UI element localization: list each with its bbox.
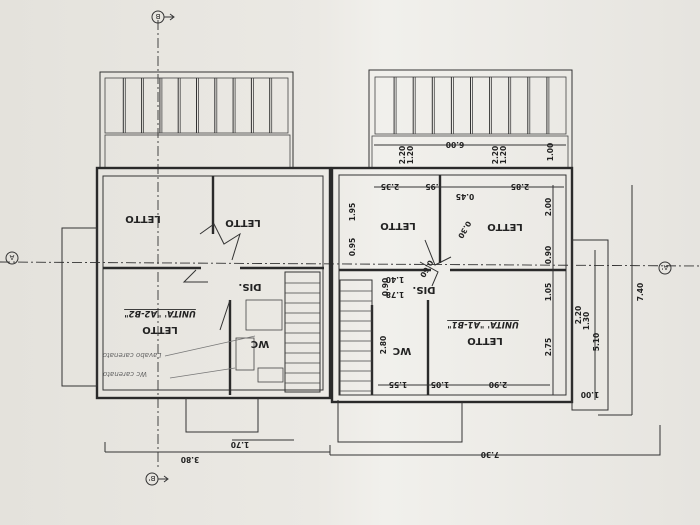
- room-dis: DIS.: [412, 284, 435, 295]
- room-wc: WC: [393, 345, 411, 356]
- dimension-label: 0.45: [456, 192, 475, 201]
- dimension-label: 1.00: [546, 143, 555, 162]
- axis-marker-a-left: A: [5, 251, 19, 265]
- balcony-slats: [122, 77, 550, 134]
- dimension-label: 2.35: [381, 182, 400, 191]
- bottom-bay-right: [337, 400, 463, 443]
- dimension-label: 2.80: [379, 336, 388, 355]
- unit-label: UNITA' "A2-B2": [124, 308, 196, 318]
- handwritten-note: Lavabo carenato: [103, 351, 162, 359]
- dimension-label: 1.20: [499, 146, 508, 165]
- dimension-label: 0.95: [348, 238, 357, 257]
- svg-text:A': A': [662, 263, 669, 271]
- room-letto: LETTO: [467, 335, 503, 346]
- room-labels-left: LETTO LETTO DIS. UNITA' "A2-B2" LETTO WC…: [103, 213, 269, 379]
- side-terrace-right: [571, 239, 609, 411]
- dimension-label: 5.10: [592, 333, 601, 352]
- dimension-label: .95: [425, 182, 438, 191]
- dimension-label: 1.40: [386, 275, 405, 284]
- axis-marker-b-bottom: B': [145, 472, 169, 486]
- unit-right-outline: [330, 166, 574, 404]
- dimension-label: 2.85: [511, 182, 530, 191]
- dimension-label: 0.60: [418, 258, 435, 279]
- dimension-label: 2.20: [491, 146, 500, 165]
- unit-label: UNITA' "A1-B1": [447, 319, 519, 329]
- staircase-right: [339, 279, 373, 396]
- dimension-label: 2.00: [544, 198, 553, 217]
- dimension-label: 1.55: [389, 380, 408, 389]
- dimension-label: 1.00: [581, 390, 600, 399]
- svg-text:B: B: [155, 12, 160, 20]
- dimension-label: 2.20: [574, 306, 583, 325]
- room-letto: LETTO: [125, 213, 161, 224]
- handwritten-note: Wc carenato: [103, 370, 147, 378]
- axis-marker-a-right: A': [658, 261, 672, 275]
- dimension-label: 1.20: [406, 146, 415, 165]
- side-terrace-left: [61, 227, 98, 387]
- dimension-label: 7.40: [636, 283, 645, 302]
- room-letto: LETTO: [142, 324, 178, 335]
- dimension-label: 6.00: [446, 140, 465, 149]
- room-dis: DIS.: [238, 281, 261, 292]
- room-letto: LETTO: [380, 220, 416, 231]
- room-wc: WC: [251, 338, 269, 349]
- bottom-bay-left: [185, 398, 259, 433]
- dimension-label: 0.30: [456, 219, 473, 240]
- dimension-label: 1.30: [582, 312, 591, 331]
- room-letto: LETTO: [225, 217, 261, 228]
- dimension-label: 0.90: [381, 278, 390, 297]
- dimension-label: 2.75: [544, 338, 553, 357]
- dimension-label: 0.90: [544, 246, 553, 265]
- dimension-label: 1.78: [386, 290, 405, 299]
- dimension-label: 7.30: [481, 450, 500, 459]
- staircase-left: [284, 271, 321, 393]
- dimension-label: 3.80: [181, 455, 200, 464]
- dimension-label: 1.05: [544, 283, 553, 302]
- axis-a: [0, 261, 700, 267]
- dimension-label: 2.20: [398, 146, 407, 165]
- svg-text:A: A: [9, 253, 14, 261]
- dimension-label: 1.95: [348, 203, 357, 222]
- room-labels-right: LETTO LETTO DIS. UNITA' "A1-B1" LETTO WC: [380, 220, 523, 356]
- dimension-label: 2.90: [489, 380, 508, 389]
- dimension-label: 1.05: [431, 380, 450, 389]
- room-letto: LETTO: [487, 221, 523, 232]
- dimension-label: 1.70: [231, 440, 250, 449]
- svg-text:B': B': [149, 474, 156, 482]
- axis-marker-b-top: B: [151, 10, 175, 24]
